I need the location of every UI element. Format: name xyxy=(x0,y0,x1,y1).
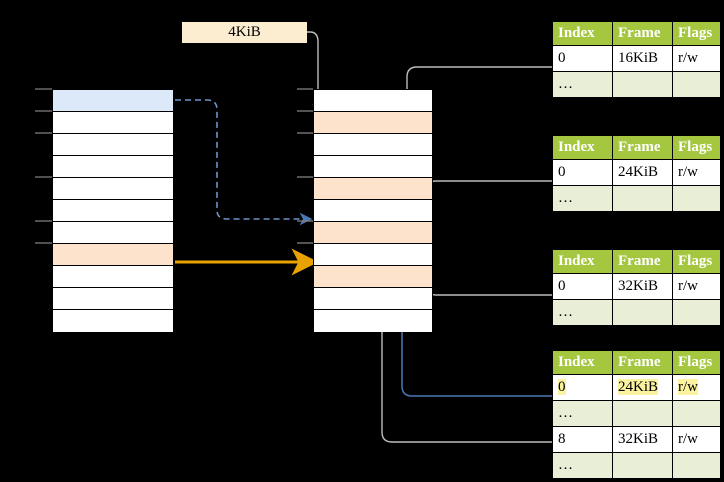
column-header: Index xyxy=(552,350,613,375)
column-header: Flags xyxy=(672,249,721,274)
size-label-4kib: 4KiB xyxy=(182,22,307,43)
memory-row xyxy=(53,178,173,200)
table-row: … xyxy=(552,71,721,98)
memory-row xyxy=(53,90,173,112)
memory-row xyxy=(53,310,173,332)
column-header: Index xyxy=(552,135,613,160)
table-cell xyxy=(612,71,673,98)
memory-row xyxy=(53,266,173,288)
table-cell xyxy=(672,185,721,212)
memory-row xyxy=(314,178,432,200)
memory-row xyxy=(314,112,432,134)
wire-pt3-to-frame xyxy=(421,262,552,296)
table-cell: r/w xyxy=(672,374,721,401)
table-cell: 32KiB xyxy=(612,273,673,300)
table-row: … xyxy=(552,299,721,326)
memory-row xyxy=(314,288,432,310)
memory-row xyxy=(53,288,173,310)
table-cell: r/w xyxy=(672,159,721,186)
wire-pt4-row8-to-frame xyxy=(376,262,552,443)
table-cell: 24KiB xyxy=(612,374,673,401)
table-cell: … xyxy=(552,452,613,479)
column-header: Frame xyxy=(612,21,673,46)
column-header: Frame xyxy=(612,249,673,274)
virtual-address-space-table xyxy=(52,89,174,332)
wire-pt1-to-frame xyxy=(401,66,552,179)
wire-vaddr-to-frame xyxy=(175,99,313,226)
table-cell: r/w xyxy=(672,273,721,300)
column-header: Flags xyxy=(672,350,721,375)
table-cell: 0 xyxy=(552,45,613,72)
memory-row xyxy=(53,134,173,156)
table-cell xyxy=(612,452,673,479)
left-table-ticks xyxy=(35,88,52,244)
memory-row xyxy=(53,200,173,222)
memory-row xyxy=(53,222,173,244)
column-header: Frame xyxy=(612,350,673,375)
memory-row xyxy=(314,200,432,222)
table-row: … xyxy=(552,400,721,427)
middle-table-ticks xyxy=(297,88,313,244)
column-header: Frame xyxy=(612,135,673,160)
memory-row xyxy=(314,156,432,178)
table-cell: 0 xyxy=(552,374,613,401)
wire-pt2-to-frame xyxy=(421,180,552,219)
table-cell: 32KiB xyxy=(612,426,673,453)
table-cell: r/w xyxy=(672,45,721,72)
column-header: Flags xyxy=(672,135,721,160)
wire-pt4-row0-to-frame xyxy=(396,207,552,397)
table-row: … xyxy=(552,452,721,479)
table-cell: … xyxy=(552,71,613,98)
memory-row xyxy=(314,90,432,112)
table-cell: … xyxy=(552,400,613,427)
table-cell xyxy=(612,185,673,212)
table-cell: … xyxy=(552,185,613,212)
memory-row xyxy=(53,156,173,178)
table-row: … xyxy=(552,185,721,212)
memory-row xyxy=(314,266,432,288)
table-cell xyxy=(672,452,721,479)
memory-row xyxy=(53,112,173,134)
table-cell: 0 xyxy=(552,273,613,300)
memory-row xyxy=(314,310,432,332)
table-cell: 16KiB xyxy=(612,45,673,72)
table-cell xyxy=(612,400,673,427)
table-cell: r/w xyxy=(672,426,721,453)
table-cell xyxy=(672,400,721,427)
memory-row xyxy=(314,222,432,244)
memory-row xyxy=(53,244,173,266)
table-cell xyxy=(672,299,721,326)
memory-row xyxy=(314,244,432,266)
table-cell: 0 xyxy=(552,159,613,186)
table-cell: 24KiB xyxy=(612,159,673,186)
table-cell xyxy=(672,71,721,98)
memory-row xyxy=(314,134,432,156)
column-header: Index xyxy=(552,249,613,274)
column-header: Flags xyxy=(672,21,721,46)
physical-memory-frames-table xyxy=(313,89,433,332)
wire-size-to-frame xyxy=(300,31,324,116)
table-cell xyxy=(612,299,673,326)
table-cell: 8 xyxy=(552,426,613,453)
column-header: Index xyxy=(552,21,613,46)
table-cell: … xyxy=(552,299,613,326)
